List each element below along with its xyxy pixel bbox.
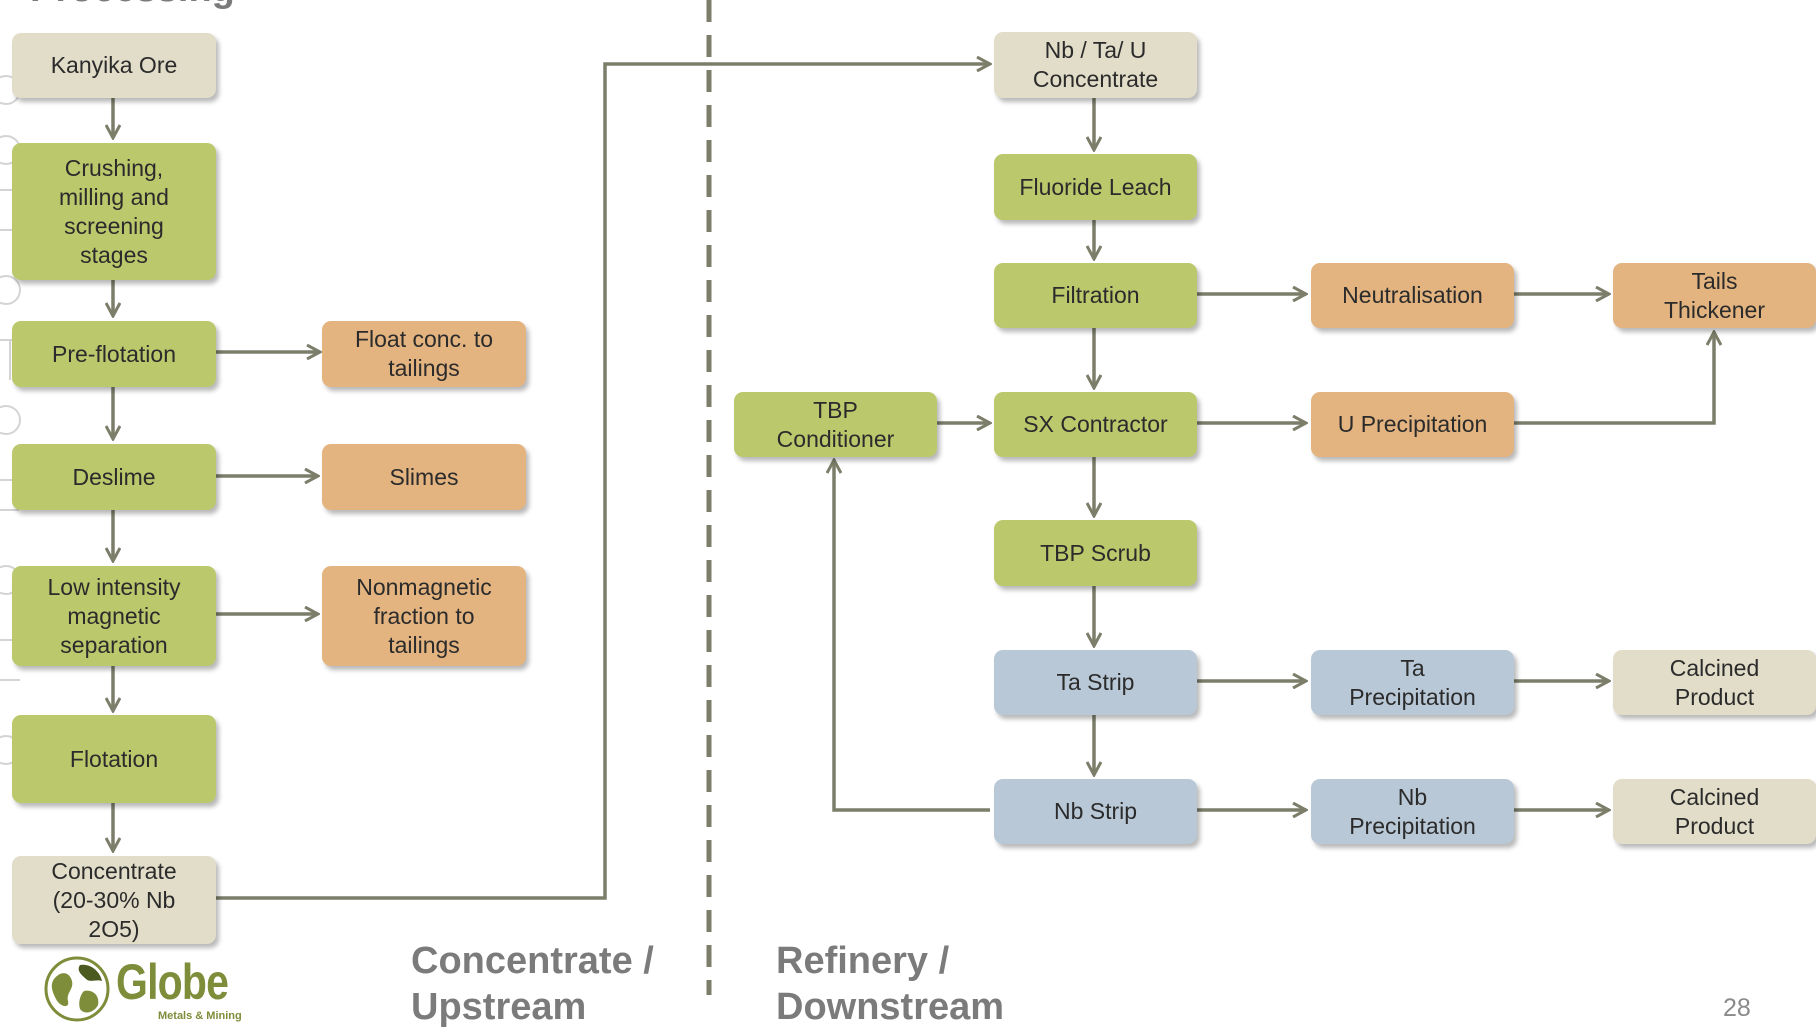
ta-strip-box: Ta Strip <box>994 650 1197 715</box>
calcined-product-ta-box: Calcined Product <box>1613 650 1816 715</box>
tbp-scrub-box: TBP Scrub <box>994 520 1197 586</box>
pre-flotation-box: Pre-flotation <box>12 321 216 387</box>
nonmagnetic-box: Nonmagnetic fraction to tailings <box>322 566 526 666</box>
arrow-concentrate-to-refinery <box>216 64 990 900</box>
sx-contractor-box: SX Contractor <box>994 392 1197 457</box>
upstream-section-label: Concentrate / Upstream <box>411 940 654 1028</box>
float-conc-box: Float conc. to tailings <box>322 321 526 387</box>
tails-thickener-box: Tails Thickener <box>1613 263 1816 328</box>
deslime-box: Deslime <box>12 444 216 510</box>
kanyika-ore-box: Kanyika Ore <box>12 33 216 98</box>
nb-strip-box: Nb Strip <box>994 779 1197 844</box>
arrow-uprecip-to-thickener <box>1514 332 1714 425</box>
downstream-section-label: Refinery / Downstream <box>776 940 1005 1028</box>
low-intensity-magnetic-box: Low intensity magnetic separation <box>12 566 216 666</box>
slide-title: Processing <box>30 0 235 11</box>
concentrate-box: Concentrate (20-30% Nb 2O5) <box>12 856 216 944</box>
calcined-product-nb-box: Calcined Product <box>1613 779 1816 844</box>
flotation-box: Flotation <box>12 715 216 803</box>
crushing-box: Crushing, milling and screening stages <box>12 143 216 280</box>
u-precipitation-box: U Precipitation <box>1311 392 1514 457</box>
slimes-box: Slimes <box>322 444 526 510</box>
ta-precipitation-box: Ta Precipitation <box>1311 650 1514 715</box>
fluoride-leach-box: Fluoride Leach <box>994 154 1197 220</box>
tbp-conditioner-box: TBP Conditioner <box>734 392 937 457</box>
page-number: 28 <box>1723 994 1751 1022</box>
logo-name: Globe <box>116 954 229 1010</box>
globe-icon <box>44 956 110 1022</box>
filtration-box: Filtration <box>994 263 1197 328</box>
neutralisation-box: Neutralisation <box>1311 263 1514 328</box>
nb-ta-u-concentrate-box: Nb / Ta/ U Concentrate <box>994 32 1197 98</box>
nb-precipitation-box: Nb Precipitation <box>1311 779 1514 844</box>
arrow-nbstrip-to-tbp <box>834 460 990 812</box>
logo-subtitle: Metals & Mining <box>158 1010 242 1022</box>
